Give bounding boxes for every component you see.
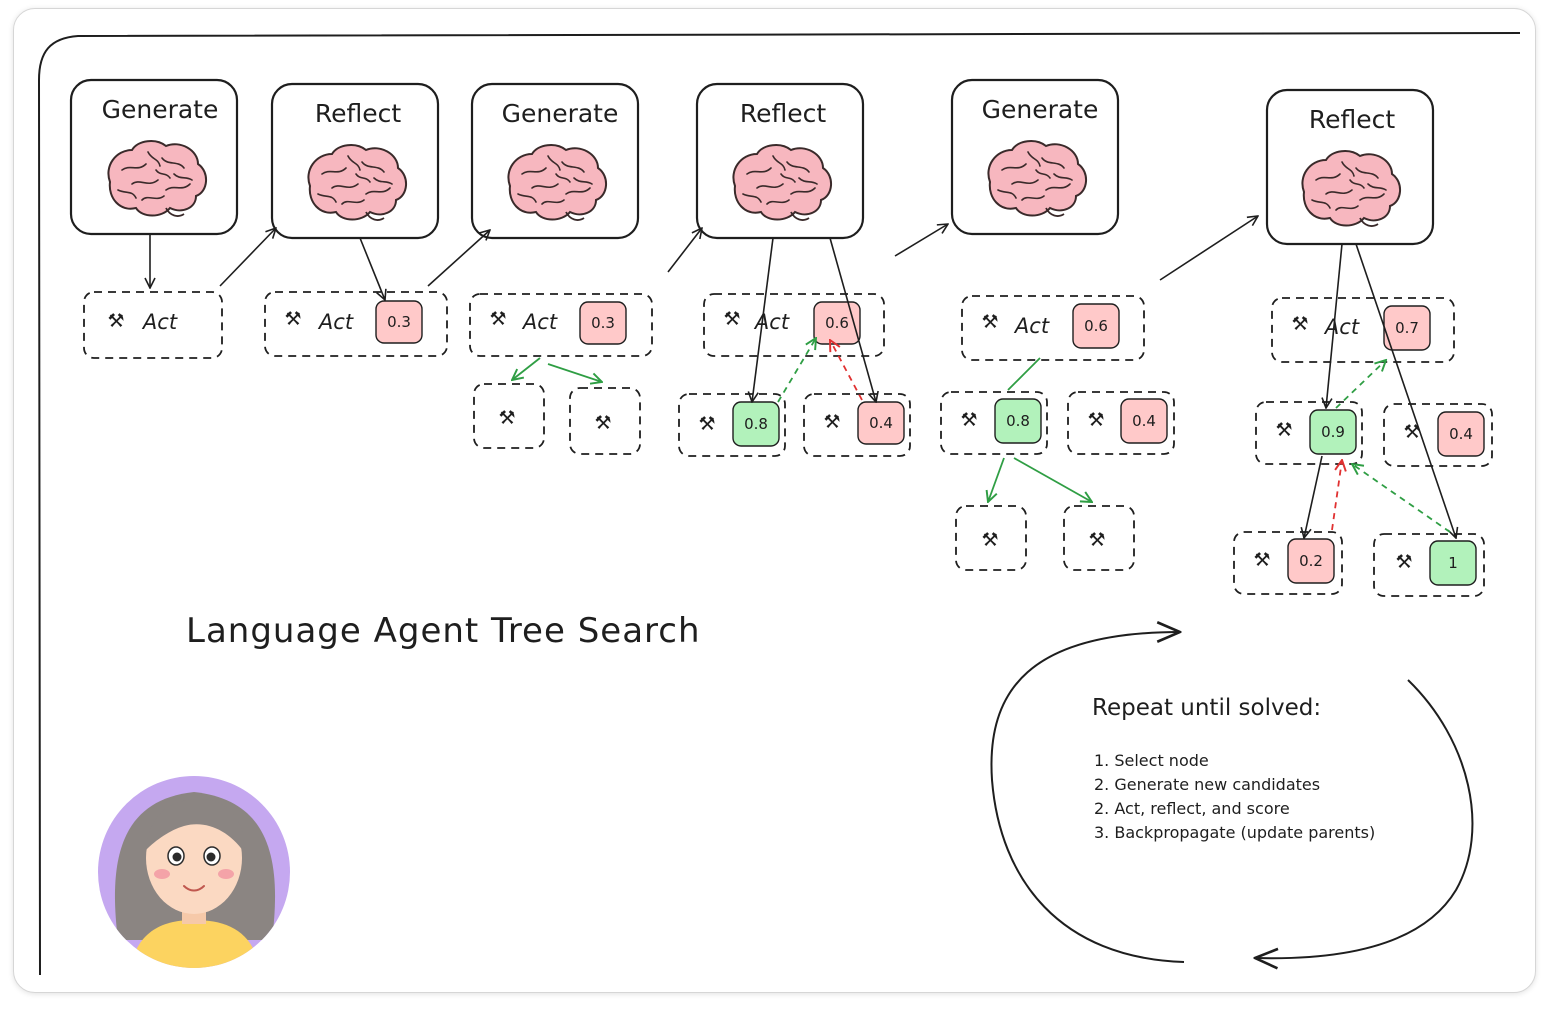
hammer-and-wrench-icon: ⚒ [1088,529,1105,551]
act-label: Act [753,310,790,334]
candidate-node: ⚒ [569,387,641,455]
expand-arrows [512,357,602,382]
child-node: ⚒ 0.9 [1255,401,1363,465]
stage-card-5: Generate [950,78,1120,236]
stage-label: Reflect [315,99,402,128]
hammer-and-wrench-icon: ⚒ [107,310,124,332]
hammer-and-wrench-icon: ⚒ [1291,313,1308,335]
candidate-node: ⚒ [1063,505,1135,571]
reflect-arrow [359,237,385,300]
act-label: Act [1323,315,1360,339]
hammer-and-wrench-icon: ⚒ [1403,421,1420,443]
hammer-and-wrench-icon: ⚒ [498,407,515,429]
act-node-3: ⚒ Act 0.3 [469,293,653,357]
act-node-5: ⚒ Act 0.6 [961,295,1145,361]
stage-card-1: Generate [69,78,239,236]
column-4-arrows [752,237,876,402]
grandchild-node: ⚒ 1 [1373,533,1485,597]
hammer-and-wrench-icon: ⚒ [284,308,301,330]
repeat-loop [990,632,1474,962]
hammer-and-wrench-icon: ⚒ [1395,551,1412,573]
diagram-title: Language Agent Tree Search [186,611,701,651]
hammer-and-wrench-icon: ⚒ [1275,419,1292,441]
loop-step: 2. Act, reflect, and score [1094,799,1290,818]
candidate-node: ⚒ [473,383,545,449]
hammer-and-wrench-icon: ⚒ [1253,549,1270,571]
act-label: Act [521,310,558,334]
act-node-1: ⚒ Act [83,291,223,359]
hammer-and-wrench-icon: ⚒ [960,409,977,431]
score-badge: 0.3 [387,313,411,331]
score-badge: 0.3 [591,314,615,332]
loop-heading: Repeat until solved: [1092,695,1321,721]
stage-card-3: Generate [470,82,640,240]
brain-icon [107,140,208,217]
stage-label: Reflect [740,99,827,128]
hammer-and-wrench-icon: ⚒ [594,412,611,434]
hammer-and-wrench-icon: ⚒ [698,413,715,435]
brain-icon [307,144,408,221]
hammer-and-wrench-icon: ⚒ [723,308,740,330]
score-badge: 0.4 [1132,412,1156,430]
act-node-4: ⚒ Act 0.6 [703,293,885,357]
stage-flow-arrows [150,216,1258,288]
brain-icon [732,144,833,221]
brain-icon [507,144,608,221]
score-badge: 0.8 [744,415,768,433]
column-6-arrows [1304,243,1456,538]
act-label: Act [141,310,178,334]
act-node-6: ⚒ Act 0.7 [1271,297,1455,363]
grandchild-node: ⚒ 0.2 [1233,531,1343,595]
stage-card-4: Reflect [695,82,865,240]
loop-step: 2. Generate new candidates [1094,775,1320,794]
score-badge: 0.6 [1084,317,1108,335]
hammer-and-wrench-icon: ⚒ [823,411,840,433]
stage-label: Generate [102,95,219,124]
stage-card-6: Reflect [1265,88,1435,246]
score-badge: 0.4 [869,414,893,432]
score-badge: 0.4 [1449,425,1473,443]
child-node: ⚒ 0.4 [1067,391,1175,455]
hammer-and-wrench-icon: ⚒ [1087,409,1104,431]
act-label: Act [1013,314,1050,338]
brain-icon [987,140,1088,217]
act-label: Act [317,310,354,334]
score-badge: 1 [1448,554,1458,572]
board-edge [37,32,1521,976]
stage-card-2: Reflect [270,82,440,240]
score-badge: 0.7 [1395,319,1419,337]
score-badge: 0.9 [1321,423,1345,441]
score-badge: 0.8 [1006,412,1030,430]
expand-arrows [988,457,1092,502]
select-line [1007,357,1041,391]
hammer-and-wrench-icon: ⚒ [981,311,998,333]
stage-label: Reflect [1309,105,1396,134]
avatar [98,776,290,968]
loop-step: 3. Backpropagate (update parents) [1094,823,1375,842]
hammer-and-wrench-icon: ⚒ [489,308,506,330]
brain-icon [1301,150,1402,227]
child-node: ⚒ 0.8 [678,393,786,457]
candidate-node: ⚒ [955,505,1027,571]
act-node-2: ⚒ Act 0.3 [264,291,448,357]
stage-label: Generate [502,99,619,128]
child-node: ⚒ 0.4 [803,393,911,457]
loop-step: 1. Select node [1094,751,1209,770]
score-badge: 0.6 [825,314,849,332]
child-node: ⚒ 0.4 [1383,403,1493,467]
child-node: ⚒ 0.8 [940,391,1048,455]
stage-label: Generate [982,95,1099,124]
hammer-and-wrench-icon: ⚒ [981,529,998,551]
score-badge: 0.2 [1299,552,1323,570]
